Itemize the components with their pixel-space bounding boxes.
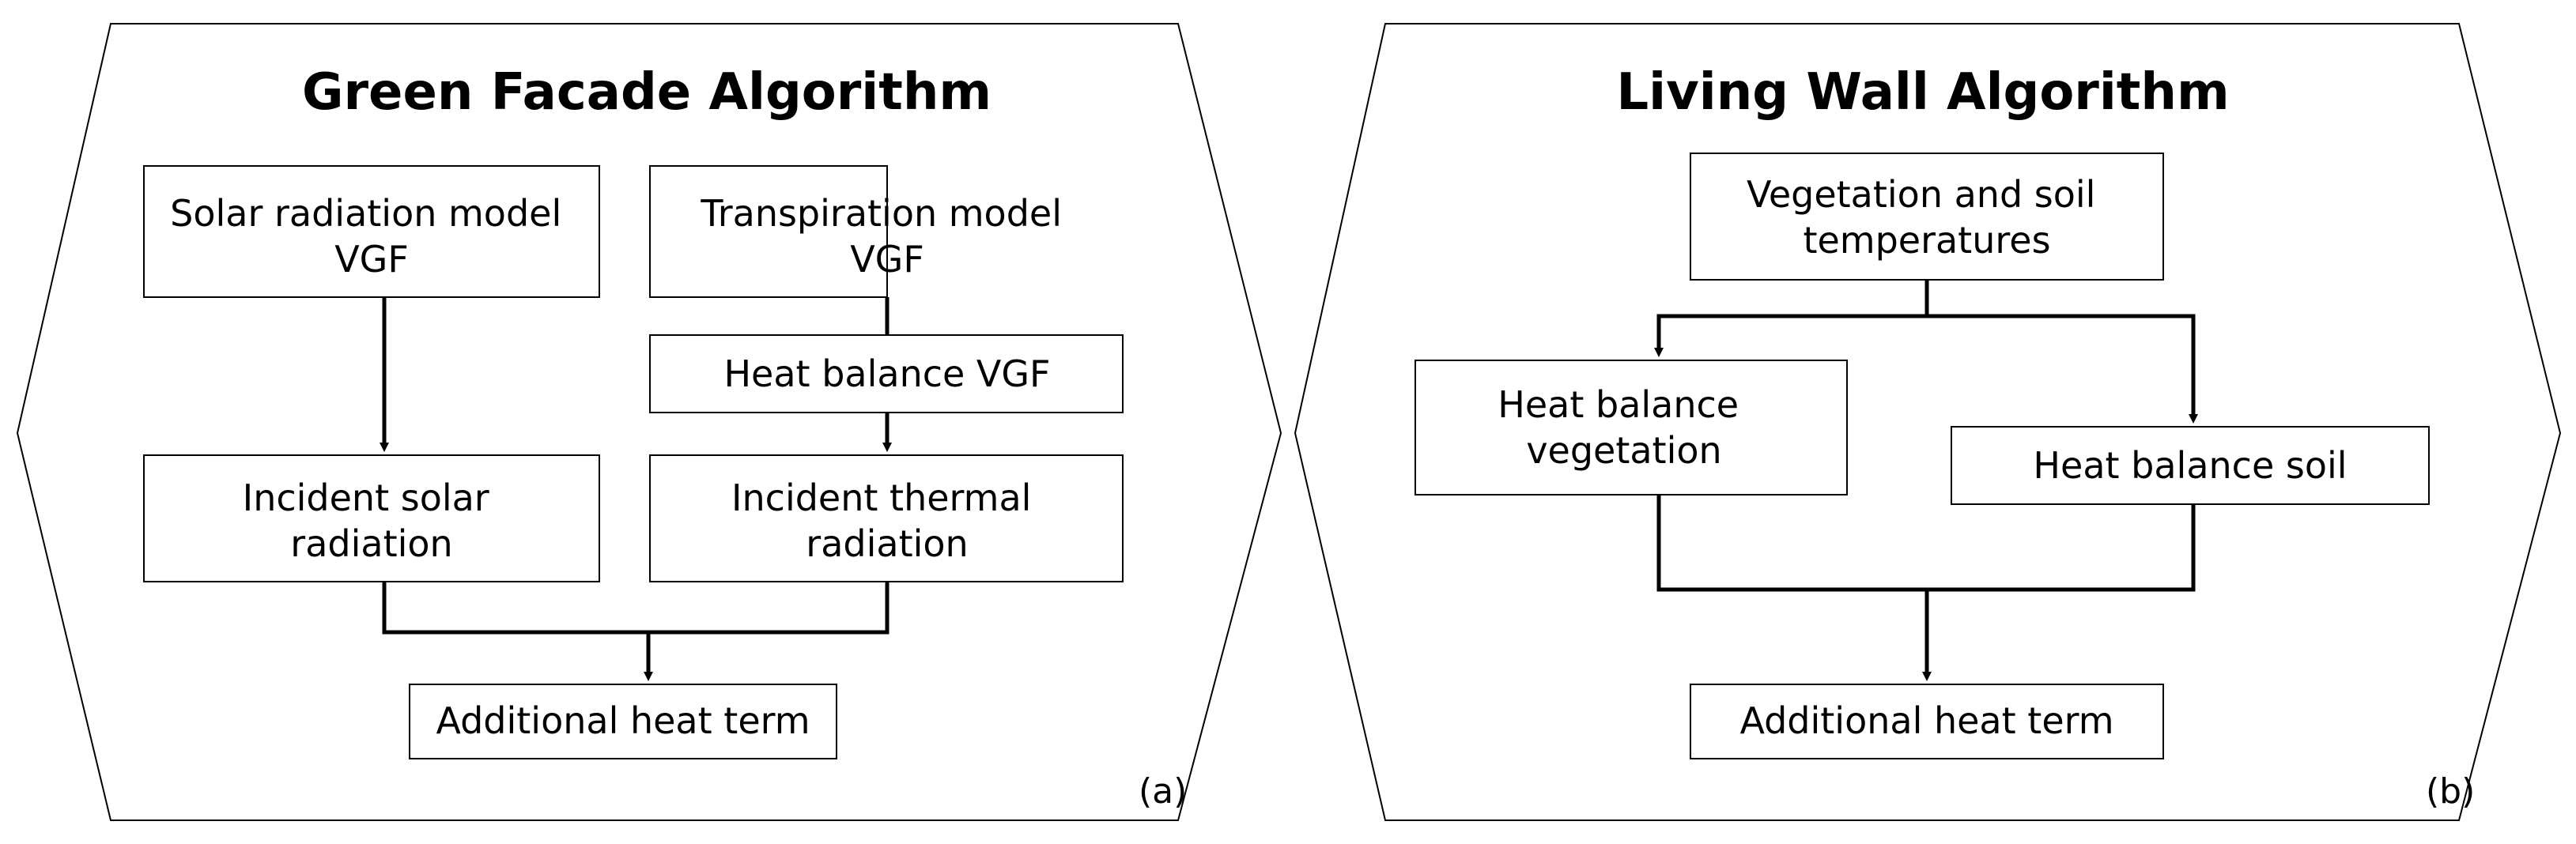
panel-a-additional-heat-term-label: Additional heat term	[436, 699, 810, 742]
panel-b-hexagon-frame	[1294, 23, 2562, 821]
heat-balance-vgf-box	[649, 334, 1124, 413]
heat-balance-soil-box	[1951, 426, 2430, 505]
panel-a-title: Green Facade Algorithm	[302, 63, 991, 122]
solar-radiation-model-box	[143, 165, 600, 298]
arrow-temperatures-to-vegetation	[1654, 314, 1927, 357]
panel-a-additional-heat-term-box	[409, 684, 837, 759]
heat-balance-vegetation-label: Heat balance vegetation	[1498, 383, 1750, 472]
incident-thermal-radiation-box	[649, 454, 1124, 582]
transpiration-model-box	[649, 165, 888, 298]
panel-b-living-wall: Living Wall Algorithm Vegetation and soi…	[1294, 23, 2562, 821]
connector-incident-merge	[382, 582, 890, 635]
heat-balance-vgf-label: Heat balance VGF	[723, 352, 1050, 395]
transpiration-model-label: Transpiration model VGF	[700, 192, 1073, 281]
incident-thermal-radiation-label: Incident thermal radiation	[731, 477, 1043, 565]
panel-a-green-facade: Green Facade Algorithm Solar radiation m…	[16, 23, 1282, 821]
heat-balance-soil-label: Heat balance soil	[2033, 444, 2347, 487]
panel-a-label: (a)	[1139, 771, 1187, 812]
panel-b-title: Living Wall Algorithm	[1616, 63, 2229, 122]
incident-solar-radiation-label: Incident solar radiation	[243, 477, 501, 565]
temperatures-label: Vegetation and soil temperatures	[1747, 173, 2107, 262]
heat-balance-vegetation-box	[1415, 360, 1848, 495]
panel-b-additional-heat-term-label: Additional heat term	[1739, 699, 2113, 742]
temperatures-box	[1690, 153, 2164, 281]
panel-b-additional-heat-term-box	[1690, 684, 2164, 759]
arrow-temperatures-to-soil	[1927, 314, 2198, 424]
solar-radiation-model-label: Solar radiation model VGF	[170, 192, 573, 281]
incident-solar-radiation-box	[143, 454, 600, 582]
panel-b-label: (b)	[2426, 771, 2475, 812]
